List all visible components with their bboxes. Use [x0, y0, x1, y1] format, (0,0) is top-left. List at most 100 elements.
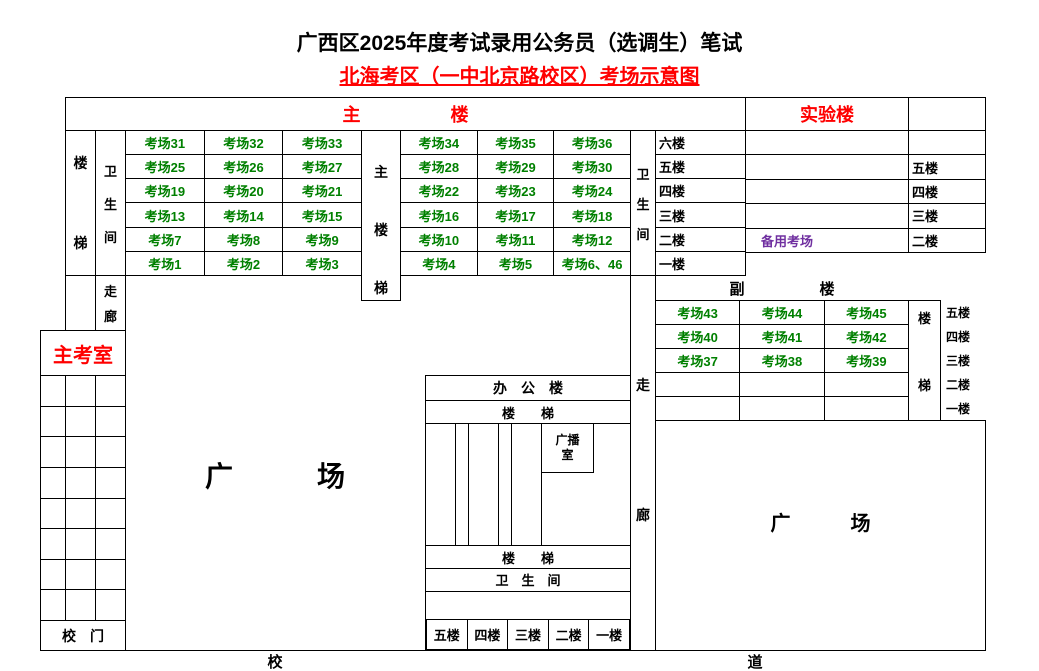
floor-label: 四楼 [909, 179, 986, 205]
grid-cell [41, 498, 66, 530]
road-label-left: 校 [267, 653, 283, 671]
floor-label: 二楼 [656, 227, 746, 252]
exam-room: 考场27 [283, 155, 362, 180]
lab-building-grid: 备用考场 [745, 130, 909, 253]
floor-label: 一楼 [946, 402, 971, 417]
exam-room: 考场45 [824, 301, 909, 325]
restroom-char: 间 [636, 226, 650, 242]
lab-building-header: 实验楼 [745, 97, 909, 131]
floor-label: 三楼 [656, 203, 746, 228]
exam-room: 考场21 [283, 179, 362, 204]
floor-label: 三楼 [946, 353, 971, 368]
exam-room: 考场32 [204, 131, 284, 156]
floor-label: 五楼 [427, 620, 468, 650]
grid-cell [96, 437, 126, 468]
floor-label [909, 131, 986, 156]
partition-line [468, 423, 469, 545]
empty-cell [656, 373, 741, 397]
exam-room: 考场40 [656, 325, 741, 349]
floor-label: 一楼 [589, 620, 630, 650]
exam-room: 考场13 [126, 203, 205, 228]
corridor-upper-label: 走 廊 [95, 275, 126, 331]
main-stairs-label: 主 楼 梯 [361, 130, 401, 301]
left-structure-grid [40, 375, 126, 621]
stairs-char: 梯 [917, 377, 931, 393]
grid-cell [66, 559, 96, 591]
exam-room: 考场38 [740, 349, 825, 373]
grid-cell [96, 498, 126, 530]
exam-room: 考场15 [283, 203, 362, 228]
empty-cell [740, 373, 825, 397]
grid-cell [66, 376, 96, 407]
exam-room: 考场22 [401, 179, 478, 204]
grid-cell [96, 529, 126, 560]
main-building-header: 主 楼 [65, 97, 746, 131]
office-stairs-bottom: 楼 梯 [426, 545, 630, 569]
exam-room: 考场37 [656, 349, 741, 373]
exam-room: 考场42 [824, 325, 909, 349]
exam-room: 考场31 [126, 131, 205, 156]
corridor-char: 走 [636, 377, 650, 393]
grid-cell [66, 529, 96, 560]
exam-room: 考场41 [740, 325, 825, 349]
empty-cell [824, 397, 909, 421]
exam-room: 考场12 [554, 227, 631, 252]
exam-room: 考场43 [656, 301, 741, 325]
page-subtitle: 北海考区（一中北京路校区）考场示意图 [339, 65, 700, 88]
empty-cell [824, 373, 909, 397]
office-stairs-top: 楼 梯 [426, 400, 630, 424]
reserve-room-label: 备用考场 [746, 228, 909, 253]
grid-cell [41, 590, 66, 621]
floor-label: 六楼 [656, 131, 746, 156]
broadcast-room-label: 室 [561, 448, 574, 462]
office-floor-row: 五楼 四楼 三楼 二楼 一楼 [426, 619, 630, 650]
empty-cell [656, 397, 741, 421]
exam-room: 考场33 [283, 131, 362, 156]
exam-room: 考场1 [126, 251, 205, 276]
exam-room: 考场34 [401, 131, 478, 156]
corridor-char: 廊 [636, 507, 650, 523]
partition-line [455, 423, 456, 545]
exam-room: 考场28 [401, 155, 478, 180]
broadcast-room-label: 广播 [555, 433, 580, 447]
exam-room: 考场16 [401, 203, 478, 228]
corridor-side-label: 走 廊 [630, 275, 656, 651]
exam-room: 考场8 [204, 227, 284, 252]
grid-cell [41, 437, 66, 468]
exam-room: 考场23 [477, 179, 555, 204]
corridor-char: 走 [103, 284, 117, 299]
grid-cell [96, 406, 126, 438]
grid-cell [41, 559, 66, 591]
road-label-right: 道 [747, 653, 763, 671]
grid-cell [96, 590, 126, 621]
exam-room: 考场24 [554, 179, 631, 204]
exam-room: 考场2 [204, 251, 284, 276]
plaza-right-area: 广 场 [655, 420, 986, 651]
grid-cell [66, 498, 96, 530]
floor-label: 二楼 [946, 378, 971, 393]
exam-room: 考场25 [126, 155, 205, 180]
border-line [125, 650, 426, 651]
grid-cell [96, 376, 126, 407]
exam-room: 考场35 [477, 131, 555, 156]
exam-room: 考场9 [283, 227, 362, 252]
exam-room: 考场18 [554, 203, 631, 228]
lab-floor-label-column: 五楼 四楼 三楼 二楼 [908, 130, 986, 253]
plaza-left-label: 广 场 [204, 461, 345, 492]
office-building-block: 办 公 楼 楼 梯 广播 室 楼 梯 卫 生 间 五楼 四楼 三楼 二楼 一楼 [425, 375, 631, 651]
exam-room: 考场7 [126, 227, 205, 252]
west-exam-grid: 考场31 考场32 考场33 考场25 考场26 考场27 考场19 考场20 … [125, 130, 362, 276]
floor-label: 一楼 [656, 251, 746, 276]
main-exam-office: 主考室 [40, 330, 126, 376]
broadcast-room: 广播 室 [541, 423, 594, 473]
exam-room: 考场14 [204, 203, 284, 228]
floor-label: 五楼 [656, 155, 746, 180]
empty-cell [746, 131, 909, 156]
empty-cell [746, 155, 909, 180]
exam-room: 考场30 [554, 155, 631, 180]
restroom-char: 间 [103, 229, 117, 245]
main-floor-label-column: 六楼 五楼 四楼 三楼 二楼 一楼 [655, 130, 746, 276]
east-exam-grid: 考场34 考场35 考场36 考场28 考场29 考场30 考场22 考场23 … [400, 130, 631, 276]
floor-label: 五楼 [909, 155, 986, 180]
